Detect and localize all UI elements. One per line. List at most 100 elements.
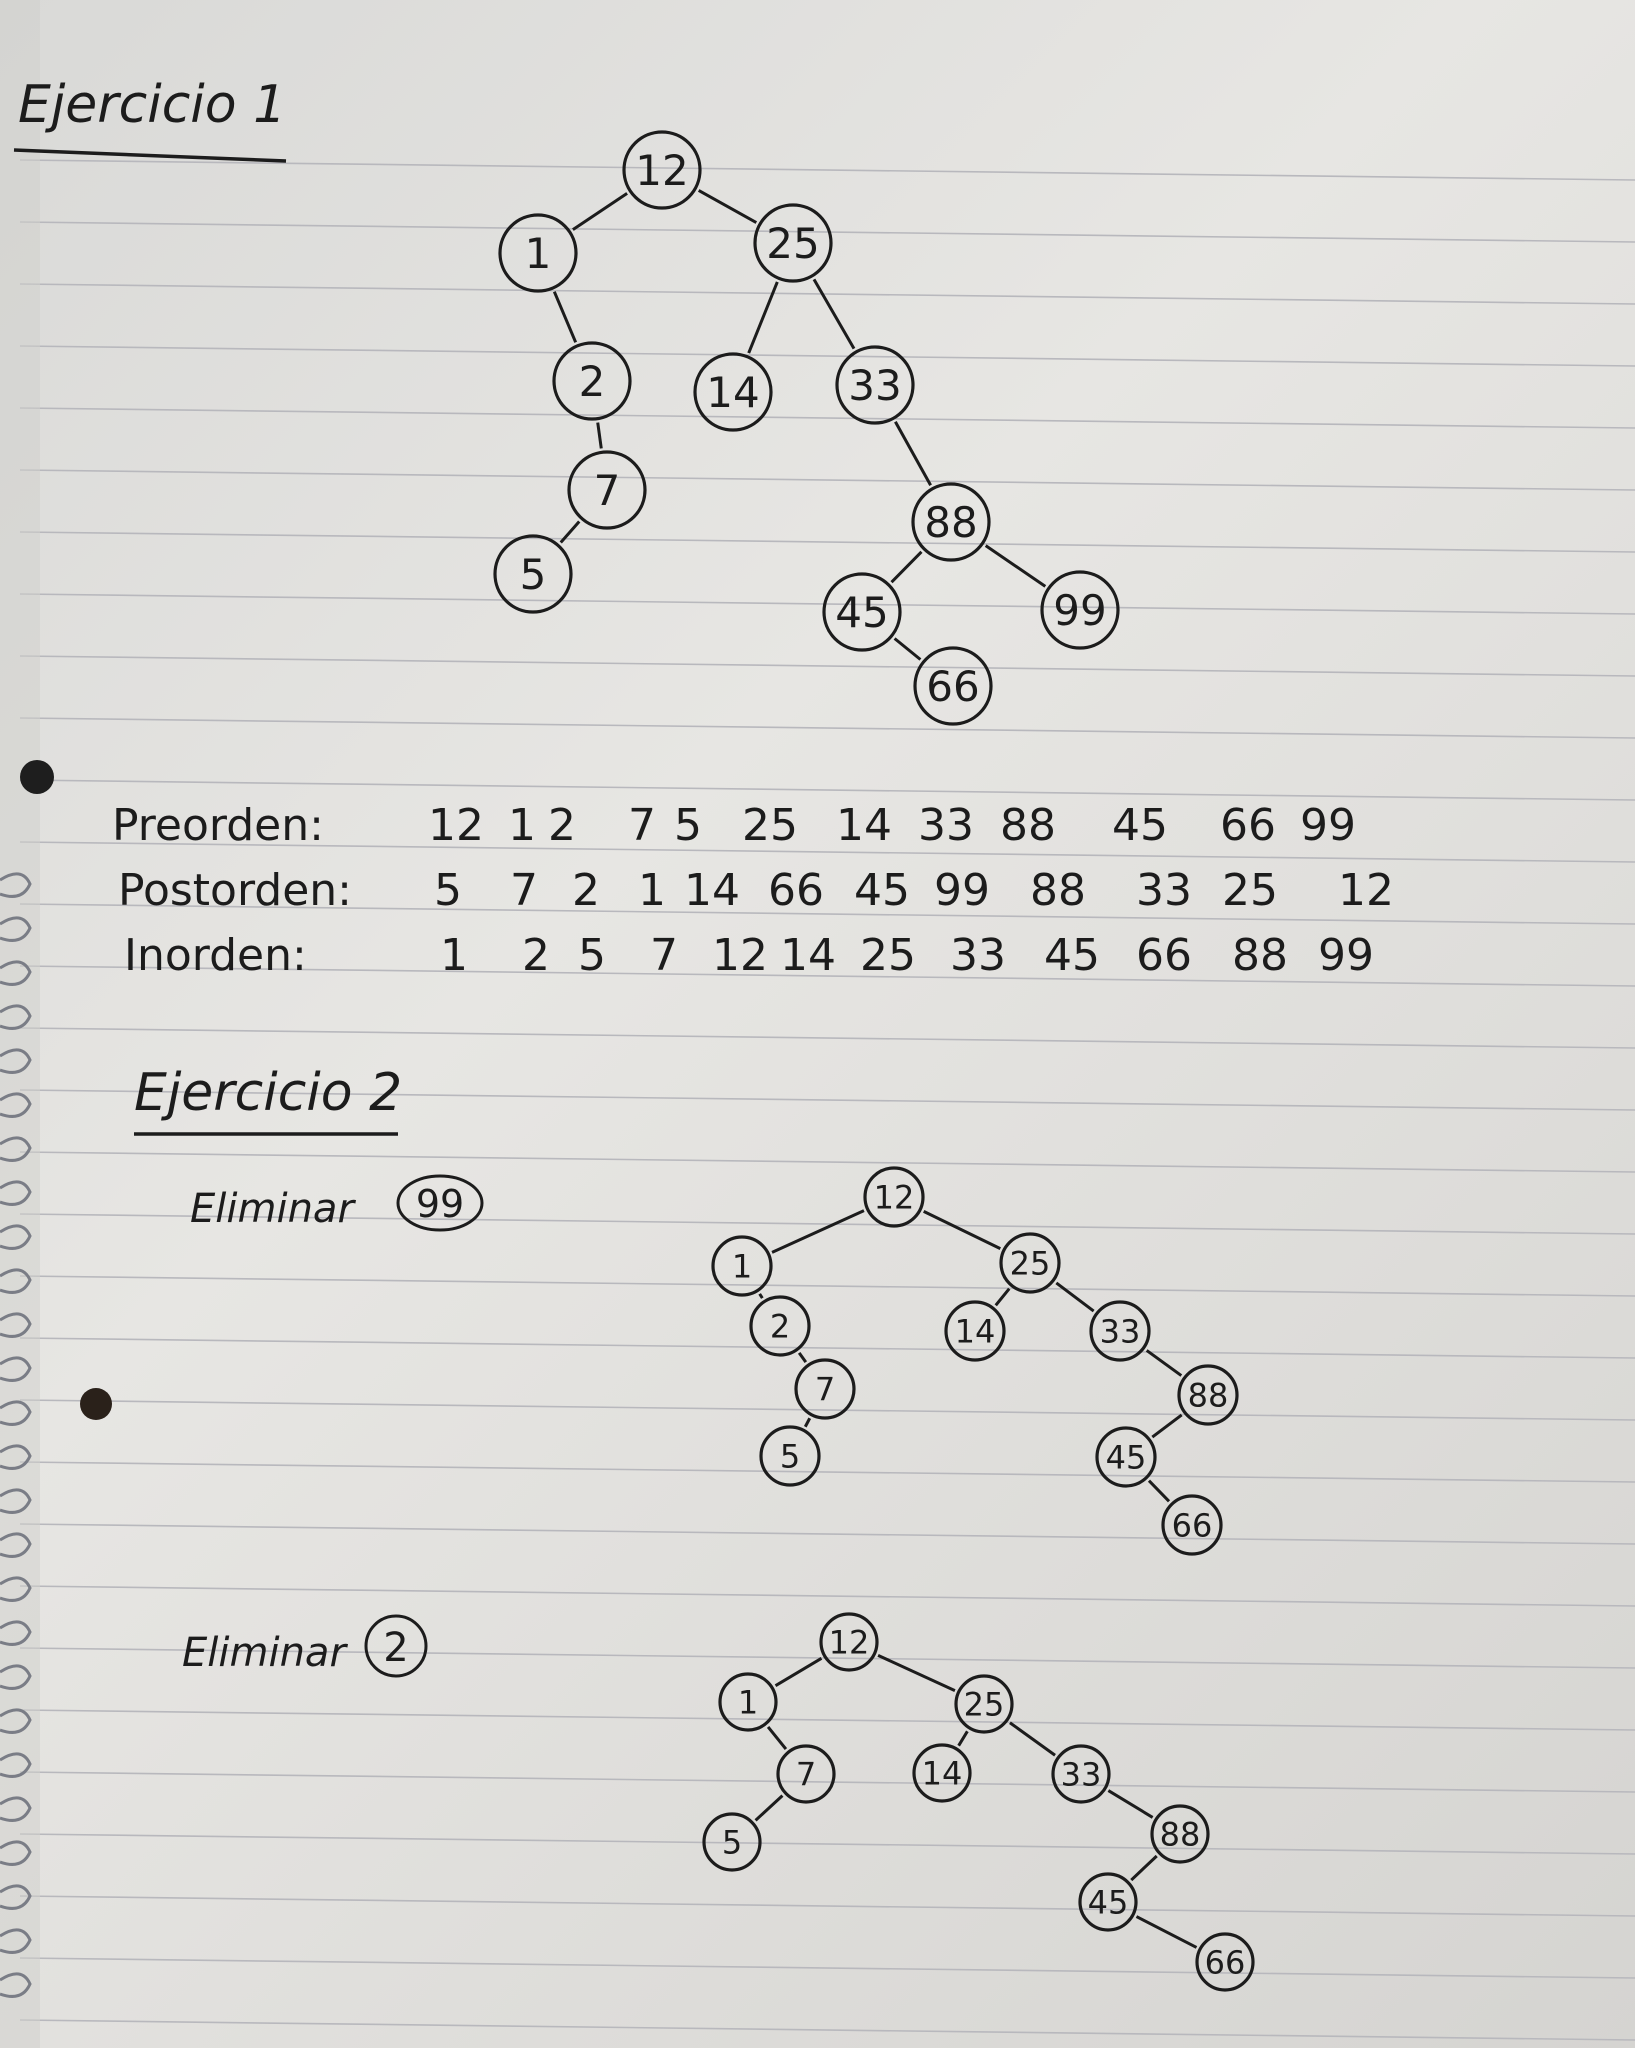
tree-node: 88 <box>1177 1364 1239 1426</box>
tree-node: 5 <box>493 534 573 614</box>
node-value: 25 <box>766 219 819 268</box>
traversal-value: 45 <box>1112 800 1168 851</box>
tree-node: 7 <box>794 1358 856 1420</box>
tree-node: 88 <box>911 482 991 562</box>
node-value: 66 <box>926 662 979 711</box>
traversal-value: 99 <box>1300 800 1356 851</box>
tree-node: 2 <box>552 341 632 421</box>
traversal-value: 14 <box>684 865 740 916</box>
page-edge-shade <box>0 0 40 2048</box>
tree-node: 12 <box>622 130 702 210</box>
binary-tree-after-remove-2: 12 1 25 7 14 33 5 88 45 66 <box>702 1612 1255 1992</box>
node-value: 14 <box>922 1755 963 1793</box>
tree-node: 66 <box>1195 1932 1255 1992</box>
traversal-value: 25 <box>742 800 798 851</box>
tree-node: 25 <box>954 1674 1014 1734</box>
tree-edge <box>1009 1721 1056 1757</box>
node-value: 5 <box>520 550 547 599</box>
tree-node: 66 <box>913 646 993 726</box>
node-value: 1 <box>732 1248 752 1286</box>
node-value: 14 <box>955 1313 996 1351</box>
removed-node-99: 99 <box>396 1174 484 1232</box>
tree-edge <box>1135 1915 1198 1949</box>
tree-node: 2 <box>749 1295 811 1357</box>
tree-node: 14 <box>693 352 773 432</box>
traversal-value: 99 <box>1318 930 1374 981</box>
node-value: 33 <box>1100 1313 1141 1351</box>
traversal-value: 66 <box>768 865 824 916</box>
node-value: 12 <box>874 1179 915 1217</box>
node-value: 2 <box>770 1308 790 1346</box>
node-value: 66 <box>1205 1944 1246 1982</box>
step1-label: Eliminar <box>190 1186 356 1232</box>
traversal-value: 33 <box>1136 865 1192 916</box>
traversal-value: 33 <box>918 800 974 851</box>
node-value: 88 <box>1160 1816 1201 1854</box>
tree-node: 12 <box>819 1612 879 1672</box>
tree-edge <box>758 1293 764 1299</box>
tree-edge <box>890 550 923 584</box>
traversal-value: 12 <box>428 800 484 851</box>
tree-edge <box>797 1351 808 1364</box>
heading-underline <box>13 148 287 163</box>
node-value: 1 <box>738 1684 758 1722</box>
traversal-value: 66 <box>1136 930 1192 981</box>
traversal-value: 66 <box>1220 800 1276 851</box>
node-value: 7 <box>796 1756 816 1794</box>
tree-edge <box>774 1657 823 1687</box>
tree-node: 33 <box>1051 1744 1111 1804</box>
punch-hole <box>80 1388 112 1420</box>
tree-edge <box>893 637 922 661</box>
tree-edge <box>984 544 1047 588</box>
node-value: 45 <box>835 588 888 637</box>
tree-edge <box>812 278 856 350</box>
tree-node: 45 <box>1078 1872 1138 1932</box>
tree-node: 33 <box>835 345 915 425</box>
node-value: 5 <box>780 1438 800 1476</box>
tree-node: 25 <box>999 1232 1061 1294</box>
traversal-label: Inorden: <box>124 930 307 981</box>
tree-node: 45 <box>1095 1426 1157 1488</box>
tree-edge <box>596 422 603 449</box>
traversal-value: 88 <box>1000 800 1056 851</box>
node-value: 7 <box>594 466 621 515</box>
traversal-value: 88 <box>1030 865 1086 916</box>
node-value: 14 <box>706 368 759 417</box>
tree-node: 88 <box>1150 1804 1210 1864</box>
traversal-value: 25 <box>1222 865 1278 916</box>
traversal-value: 2 <box>572 865 600 916</box>
traversal-value: 33 <box>950 930 1006 981</box>
traversal-label: Postorden: <box>118 865 352 916</box>
traversal-value: 45 <box>854 865 910 916</box>
traversal-value: 99 <box>934 865 990 916</box>
tree-edge <box>1151 1413 1183 1439</box>
punch-hole <box>20 760 54 794</box>
tree-edge <box>559 520 581 544</box>
traversal-label: Preorden: <box>112 800 324 851</box>
tree-node: 12 <box>863 1166 925 1228</box>
node-value: 2 <box>579 357 606 406</box>
node-value: 7 <box>815 1371 835 1409</box>
tree-edge <box>754 1794 784 1822</box>
removed-value: 99 <box>416 1182 464 1226</box>
tree-node: 33 <box>1089 1300 1151 1362</box>
node-value: 33 <box>1061 1756 1102 1794</box>
tree-node: 14 <box>912 1743 972 1803</box>
traversal-value: 12 <box>712 930 768 981</box>
tree-node: 7 <box>567 450 647 530</box>
node-value: 25 <box>964 1686 1005 1724</box>
node-value: 12 <box>635 146 688 195</box>
traversal-value: 5 <box>674 800 702 851</box>
tree-edge <box>771 1209 865 1254</box>
traversal-value: 12 <box>1338 865 1394 916</box>
node-value: 5 <box>722 1824 742 1862</box>
traversal-value: 2 <box>522 930 550 981</box>
traversal-value: 2 <box>548 800 576 851</box>
tree-edge <box>803 1417 812 1428</box>
node-value: 45 <box>1088 1884 1129 1922</box>
step2-label: Eliminar <box>182 1630 348 1676</box>
